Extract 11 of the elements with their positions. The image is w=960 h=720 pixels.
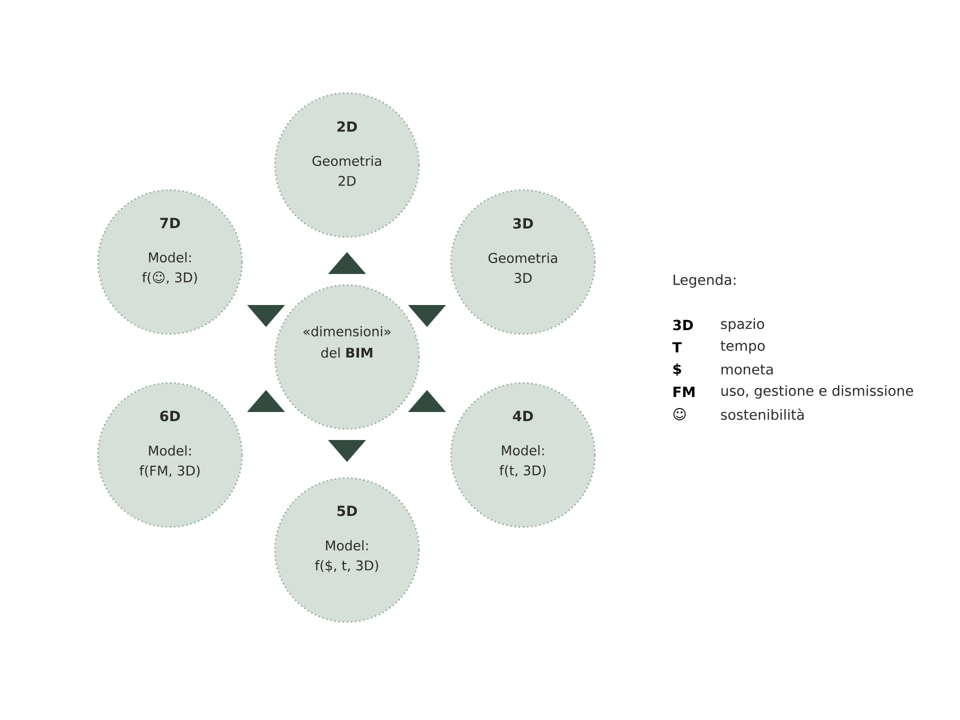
legend-text: spazio — [721, 318, 764, 332]
legend-symbol: 3D — [673, 320, 693, 330]
legend-text: moneta — [722, 364, 773, 375]
legend-symbol: $ — [673, 363, 682, 376]
legend-text: uso, gestione e dismissione — [721, 385, 914, 399]
legend-text: sostenibilità — [721, 408, 804, 420]
legend-symbol: ☺ — [673, 408, 686, 420]
legend-symbol: FM — [674, 386, 694, 397]
legend-text: tempo — [720, 340, 765, 354]
legend-title: Legenda: — [674, 274, 736, 288]
legend-symbol: T — [672, 342, 682, 352]
